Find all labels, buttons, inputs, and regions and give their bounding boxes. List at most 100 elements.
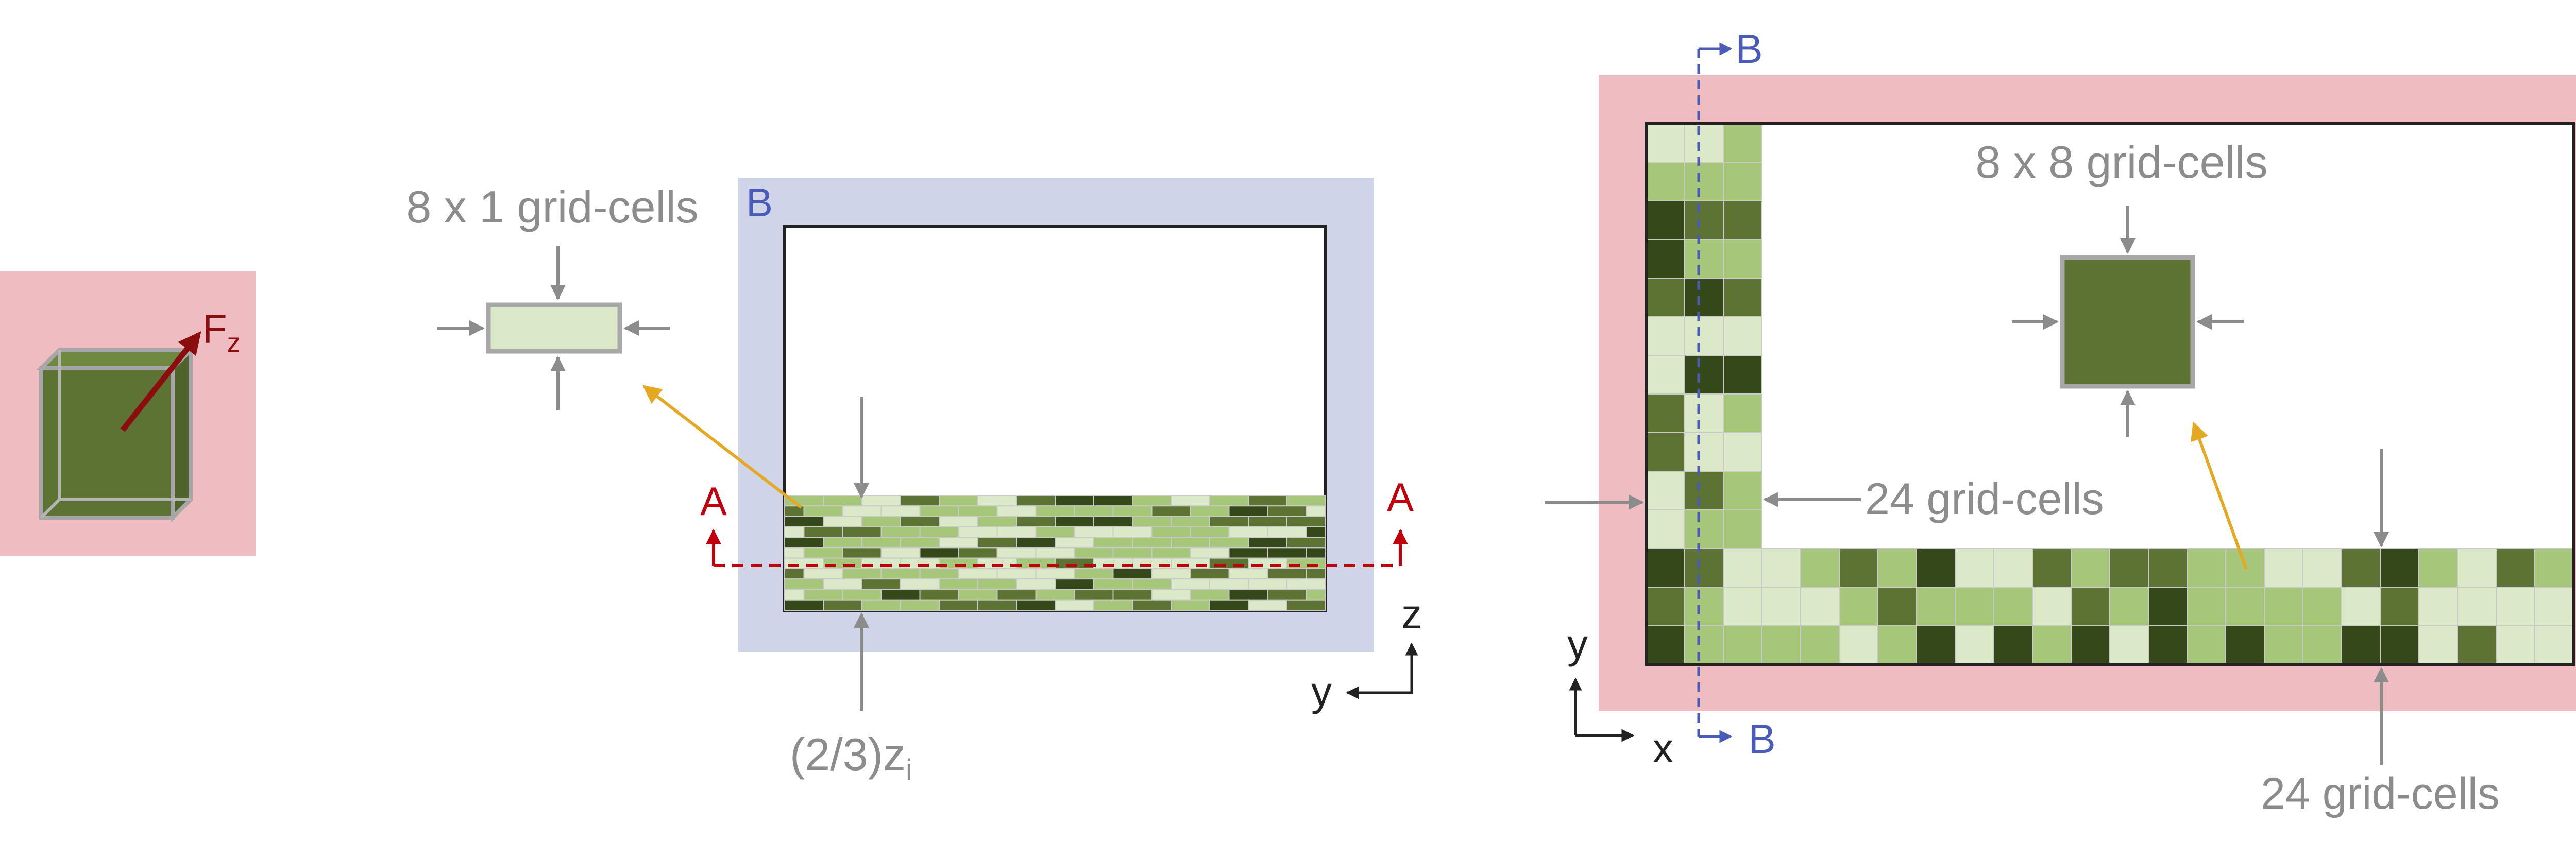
grid-cell [1646, 355, 1685, 395]
grid-cell [1132, 537, 1172, 549]
grid-cell [2225, 587, 2265, 626]
grid-cell [1761, 625, 1801, 665]
grid-cell [2496, 625, 2535, 665]
grid-cell [1646, 548, 1685, 588]
grid-cell [842, 505, 882, 517]
grid-cell [1723, 393, 1762, 433]
grid-cell [823, 537, 862, 549]
grid-cell [2380, 625, 2419, 665]
grid-cell [2341, 625, 2381, 665]
grid-cell [823, 495, 862, 507]
grid-cell [1151, 526, 1191, 538]
grid-cell [1267, 589, 1307, 601]
grid-cell [1190, 505, 1230, 517]
grid-cell [2302, 587, 2342, 626]
section-line-b: B B [1697, 26, 1776, 762]
grid-cell [1132, 516, 1172, 527]
grid-cell [1646, 200, 1685, 240]
grid-cell [900, 578, 940, 590]
grid-cell [1800, 587, 1840, 626]
grid-cell [1286, 495, 1326, 507]
grid-cell [977, 516, 1017, 527]
grid-cell [977, 537, 1017, 549]
grid-cell [1171, 578, 1210, 590]
grid-cell [2264, 587, 2303, 626]
grid-cell [1723, 432, 1762, 472]
grid-cell [784, 578, 824, 590]
grid-cell [1074, 505, 1114, 517]
grid-cell [1074, 589, 1114, 601]
grid-cell [1646, 587, 1685, 626]
grid-cell [958, 505, 998, 517]
grid-cell [880, 505, 921, 517]
grid-cell [1306, 589, 1326, 601]
grid-cell [2032, 625, 2072, 665]
grid-cell [2148, 625, 2188, 665]
grid-cell [1055, 599, 1094, 611]
grid-cell [1993, 548, 2033, 588]
grid-cell [2457, 587, 2497, 626]
section-a-panel: A B B 8 x 8 grid-cells 24 grid-cells 24 [1545, 26, 2576, 818]
grid-cell [1151, 547, 1191, 559]
grid-cell [1646, 432, 1685, 472]
pointer-to-8x8 [2191, 421, 2248, 570]
xy-axes: y x [1567, 621, 1673, 771]
grid-cell [1286, 578, 1326, 590]
section-b-corner-label: B [746, 180, 773, 225]
grid-cell [1993, 587, 2033, 626]
grid-cell [2341, 548, 2381, 588]
grid-cell [1723, 625, 1762, 665]
force-panel: Fz [0, 271, 256, 556]
grid-cell [1151, 505, 1191, 517]
grid-cell [958, 568, 998, 580]
grid-cell [2109, 548, 2149, 588]
grid-cell [1684, 471, 1724, 510]
grid-cell [1151, 568, 1191, 580]
grid-cell [1209, 516, 1249, 527]
grid-cell [2148, 587, 2188, 626]
section-a-label-left: A [700, 478, 727, 524]
grid-cell [1800, 548, 1840, 588]
grid-cell [1267, 526, 1307, 538]
grid-cell [2225, 625, 2265, 665]
grid-cell [784, 516, 824, 527]
force-arrow [120, 331, 201, 432]
grid-cell [1248, 599, 1287, 611]
grid-cell [1955, 587, 1994, 626]
grid-cell [1035, 526, 1075, 538]
cells-8x8-label: 8 x 8 grid-cells [1975, 136, 2267, 187]
grid-cell [1209, 578, 1249, 590]
cells-24-bottom-label: 24 grid-cells [2261, 769, 2500, 818]
grid-cell [996, 526, 1037, 538]
grid-cell [784, 537, 824, 549]
grid-cell [1074, 547, 1114, 559]
section-a-grid-cells [1646, 123, 2574, 665]
grid-cell [823, 516, 862, 527]
grid-cell [1132, 578, 1172, 590]
grid-cell [1228, 547, 1268, 559]
section-b-label-bottom: B [1748, 716, 1775, 762]
grid-cell [2032, 587, 2072, 626]
grid-cell [1646, 471, 1685, 510]
grid-cell [958, 589, 998, 601]
axis-y-label-right: y [1567, 621, 1588, 667]
grid-cell [1190, 568, 1230, 580]
force-label: Fz [202, 306, 241, 358]
grid-cell [1093, 516, 1133, 527]
grid-cell [2071, 587, 2110, 626]
grid-cell [1839, 625, 1878, 665]
grid-cell [861, 495, 901, 507]
grid-cell [1646, 625, 1685, 665]
grid-cell [1916, 625, 1956, 665]
grid-cell [1267, 547, 1307, 559]
grid-cell [900, 537, 940, 549]
grid-cell [1723, 316, 1762, 356]
grid-cell [2534, 548, 2574, 588]
grid-cell [803, 547, 843, 559]
grid-cell [1093, 578, 1133, 590]
grid-cell [1248, 537, 1287, 549]
grid-cell [1723, 509, 1762, 549]
grid-cell [784, 547, 805, 559]
section-a-label-right: A [1387, 474, 1414, 520]
grid-cell [1684, 200, 1724, 240]
